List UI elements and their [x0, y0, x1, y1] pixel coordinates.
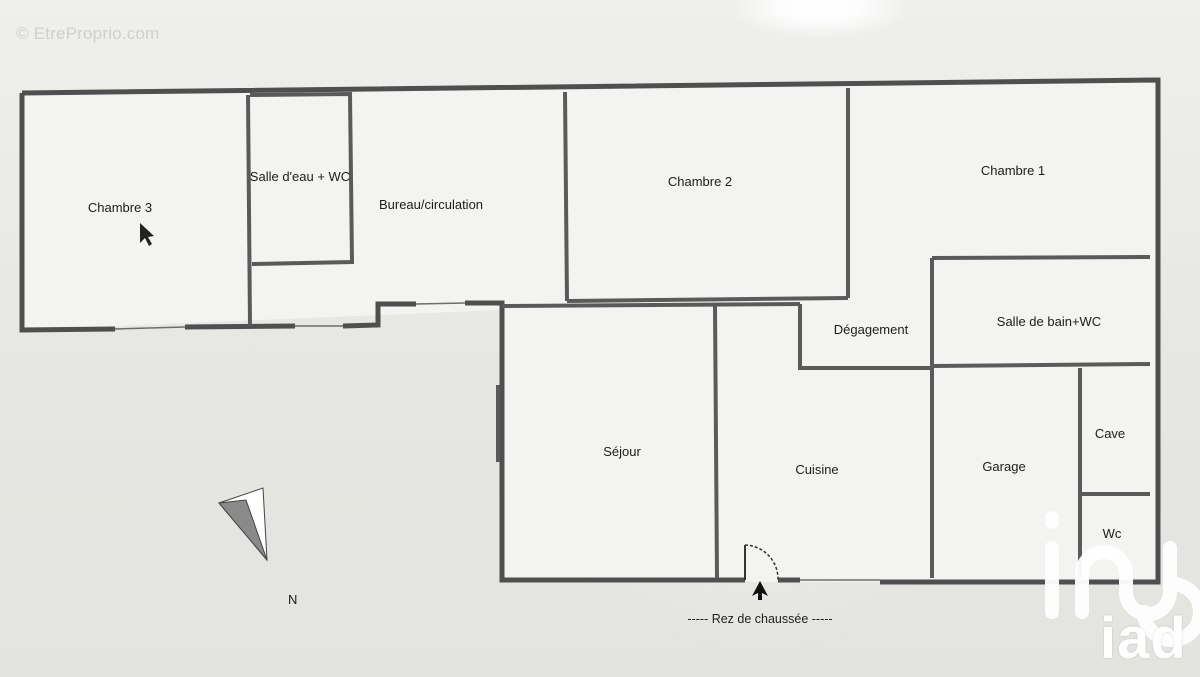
outer-walls — [19, 77, 1161, 585]
cursor-arrow-icon — [140, 223, 154, 246]
north-arrow-icon — [218, 487, 268, 562]
room-label-salle-bain: Salle de bain+WC — [997, 314, 1101, 329]
room-label-degagement: Dégagement — [834, 322, 909, 337]
floor-caption: ----- Rez de chaussée ----- — [687, 612, 833, 626]
room-label-sejour: Séjour — [603, 444, 641, 459]
room-label-salle-eau: Salle d'eau + WC — [250, 169, 350, 184]
north-label: N — [288, 592, 298, 607]
entrance-arrow-icon — [752, 581, 768, 600]
iad-logo-icon — [1045, 511, 1200, 647]
interior-walls — [246, 88, 1151, 579]
entry-door — [744, 544, 779, 581]
room-label-bureau: Bureau/circulation — [379, 197, 483, 212]
room-label-chambre-1: Chambre 1 — [981, 163, 1045, 178]
room-label-wc: Wc — [1103, 526, 1122, 541]
room-label-cave: Cave — [1095, 426, 1125, 441]
room-label-chambre-3: Chambre 3 — [88, 200, 152, 215]
iad-logo-text: iad — [1100, 606, 1187, 671]
window-lines — [114, 302, 880, 581]
room-label-garage: Garage — [982, 459, 1025, 474]
watermark: © EtreProprio.com — [16, 24, 160, 43]
room-label-chambre-2: Chambre 2 — [668, 174, 732, 189]
room-fills — [22, 80, 1158, 582]
room-label-cuisine: Cuisine — [795, 462, 838, 477]
